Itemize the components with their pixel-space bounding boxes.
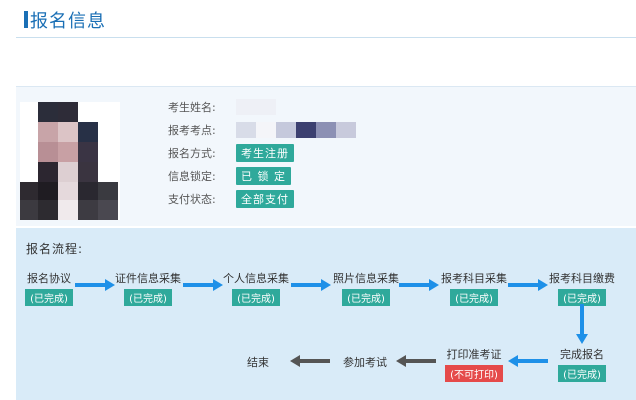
- info-row-name: 考生姓名:: [168, 98, 276, 116]
- step-label: 打印准考证: [446, 348, 502, 361]
- step-label: 证件信息采集: [115, 272, 181, 285]
- page-header: 报名信息: [16, 0, 636, 38]
- site-blur-6: [336, 122, 356, 138]
- site-blur-4: [296, 122, 316, 138]
- step-label: 照片信息采集: [333, 272, 399, 285]
- step-status: (不可打印): [445, 365, 503, 382]
- arrow-right-icon: [75, 279, 115, 291]
- name-value-redacted: [236, 99, 276, 115]
- site-blur-3: [276, 122, 296, 138]
- site-blur-1: [236, 122, 256, 138]
- pay-label: 支付状态:: [168, 193, 216, 206]
- flow-step-take-exam: 参加考试: [336, 354, 394, 370]
- name-label: 考生姓名:: [168, 101, 216, 114]
- step-label: 报名协议: [27, 272, 71, 285]
- step-label: 完成报名: [560, 348, 604, 361]
- avatar: [20, 102, 120, 220]
- arrow-right-icon: [508, 279, 548, 291]
- arrow-left-icon: [508, 355, 548, 367]
- step-status: (已完成): [558, 365, 606, 382]
- flow-step-print-ticket: 打印准考证 (不可打印): [438, 346, 510, 382]
- flow-step-personal-info: 个人信息采集 (已完成): [218, 270, 294, 306]
- step-status: (已完成): [232, 289, 280, 306]
- info-row-site: 报考考点:: [168, 121, 356, 139]
- info-row-lock: 信息锁定: 已 锁 定: [168, 167, 291, 185]
- step-label: 结束: [247, 356, 269, 369]
- flow-step-subject-collect: 报考科目采集 (已完成): [436, 270, 512, 306]
- arrow-left-icon: [396, 355, 436, 367]
- step-label: 报考科目缴费: [549, 272, 615, 285]
- arrow-left-icon: [290, 355, 330, 367]
- flow-step-agreement: 报名协议 (已完成): [22, 270, 76, 306]
- pay-tag: 全部支付: [236, 190, 294, 208]
- step-label: 报考科目采集: [441, 272, 507, 285]
- arrow-right-icon: [183, 279, 223, 291]
- lock-label: 信息锁定:: [168, 170, 216, 183]
- flow-step-id-info: 证件信息采集 (已完成): [110, 270, 186, 306]
- method-label: 报名方式:: [168, 147, 216, 160]
- flow-step-photo-info: 照片信息采集 (已完成): [328, 270, 404, 306]
- site-blur-5: [316, 122, 336, 138]
- step-status: (已完成): [25, 289, 73, 306]
- arrow-down-icon: [576, 304, 588, 344]
- arrow-right-icon: [399, 279, 439, 291]
- flow-step-complete: 完成报名 (已完成): [552, 346, 612, 382]
- page-title: 报名信息: [30, 11, 106, 32]
- arrow-right-icon: [291, 279, 331, 291]
- step-status: (已完成): [558, 289, 606, 306]
- flow-panel: [16, 228, 636, 400]
- lock-tag: 已 锁 定: [236, 167, 291, 185]
- site-blur-2: [256, 122, 276, 138]
- step-status: (已完成): [124, 289, 172, 306]
- flow-step-subject-payment: 报考科目缴费 (已完成): [544, 270, 620, 306]
- info-row-pay: 支付状态: 全部支付: [168, 190, 294, 208]
- flow-title: 报名流程:: [26, 242, 84, 256]
- info-row-method: 报名方式: 考生注册: [168, 144, 294, 162]
- step-label: 个人信息采集: [223, 272, 289, 285]
- step-status: (已完成): [450, 289, 498, 306]
- step-label: 参加考试: [343, 356, 387, 369]
- method-tag: 考生注册: [236, 144, 294, 162]
- step-status: (已完成): [342, 289, 390, 306]
- site-label: 报考考点:: [168, 124, 216, 137]
- title-marker: [24, 11, 28, 28]
- flow-step-end: 结束: [238, 354, 278, 370]
